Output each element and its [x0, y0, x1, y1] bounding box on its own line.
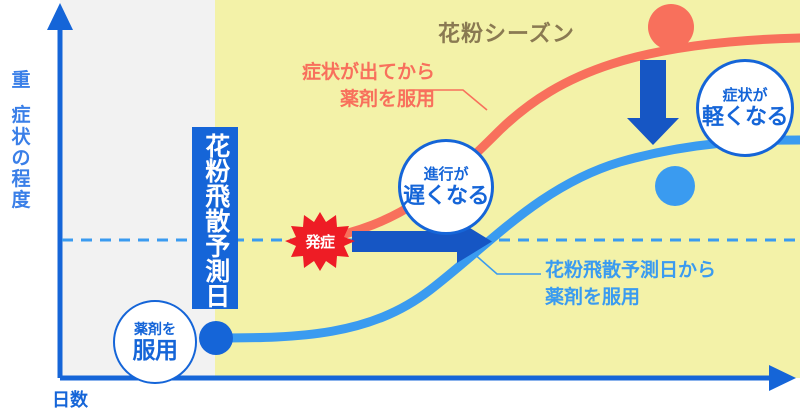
callout-take-medication: 薬剤を 服用 — [113, 300, 197, 384]
pollen-season-band — [215, 0, 800, 378]
y-axis-label: 重 症状の程度 — [4, 70, 38, 212]
red-note-leader — [409, 89, 488, 111]
callout-milder-symptoms-big: 軽くなる — [701, 103, 789, 129]
red-curve-annotation-line1: 症状が出てから — [301, 62, 435, 83]
red-symptom-curve — [313, 33, 800, 245]
right-arrow-icon — [352, 220, 492, 263]
happy-face-icon — [655, 166, 695, 206]
dose-start-dot — [199, 321, 233, 355]
callout-slower-progression-big: 遅くなる — [402, 182, 490, 208]
callout-slower-progression-small: 進行が — [423, 165, 469, 183]
blue-symptom-curve — [211, 135, 800, 343]
pollen-forecast-date-label: 花粉飛散予測日 — [192, 127, 238, 309]
blue-curve-annotation-line2: 薬剤を服用 — [545, 286, 641, 308]
onset-badge: 発症 — [290, 212, 350, 270]
callout-slower-progression: 進行が 遅くなる — [398, 139, 494, 235]
x-axis-label: 日数 — [52, 390, 88, 410]
callout-take-medication-big: 服用 — [132, 336, 179, 363]
starburst-icon — [285, 212, 355, 271]
season-title: 花粉シーズン — [438, 21, 575, 46]
down-arrow-icon — [627, 60, 679, 145]
y-axis-label-top: 重 — [11, 70, 31, 91]
callout-milder-symptoms: 症状が 軽くなる — [696, 59, 794, 157]
callout-milder-symptoms-small: 症状が — [722, 86, 768, 104]
callout-take-medication-small: 薬剤を — [134, 320, 176, 337]
onset-badge-label: 発症 — [305, 233, 335, 251]
red-curve-annotation: 症状が出てから 薬剤を服用 — [255, 60, 435, 114]
y-axis-label-rest: 症状の程度 — [11, 105, 31, 212]
blue-curve-annotation: 花粉飛散予測日から 薬剤を服用 — [545, 258, 785, 312]
red-curve-annotation-line2: 薬剤を服用 — [339, 88, 435, 110]
blue-curve-annotation-line1: 花粉飛散予測日から — [545, 260, 717, 281]
y-axis — [47, 3, 73, 378]
sad-face-icon — [648, 4, 694, 50]
x-axis — [60, 365, 796, 391]
blue-note-leader — [471, 251, 541, 275]
